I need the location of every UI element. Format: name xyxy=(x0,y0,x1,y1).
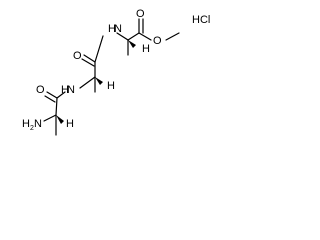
label-stereo-h-2: H xyxy=(107,80,115,92)
bond-n-carbonyl2 xyxy=(94,35,104,63)
bond-o-carbonyl xyxy=(138,32,152,41)
label-hcl: HCl xyxy=(192,14,210,26)
bond-amide2-co-1 xyxy=(83,54,96,63)
label-ester-o: O xyxy=(136,8,145,20)
bond-methyl-o xyxy=(165,32,180,41)
label-amide-nh-2: H xyxy=(61,84,69,96)
bond-alpha1-n xyxy=(43,114,57,122)
bond-amide2-co-2 xyxy=(81,58,95,67)
bond-alpha3-n xyxy=(116,32,129,41)
label-amine-h: H xyxy=(22,118,30,130)
bond-amide1-alpha xyxy=(55,97,58,116)
bond-alpha2-n xyxy=(79,76,96,89)
label-amide-o-2: O xyxy=(36,84,45,96)
stereo-wedges xyxy=(56,40,136,124)
bond-lines xyxy=(43,18,180,136)
label-stereo-h-3: H xyxy=(142,43,150,55)
label-amide-n-2: N xyxy=(67,84,75,96)
label-amine-h-sub: 2 xyxy=(30,125,34,132)
chemical-structure: HCl O O O O H N H N H 2 N H H H xyxy=(22,8,210,136)
label-amide-n-1: N xyxy=(114,23,122,35)
label-amine-n: N xyxy=(34,118,42,130)
label-amide-o-1: O xyxy=(73,50,82,62)
wedge-bond-1 xyxy=(56,115,64,124)
label-amide-nh-1: H xyxy=(108,23,116,35)
label-methoxy-o: O xyxy=(153,35,162,47)
bond-ester-alpha xyxy=(127,32,140,41)
wedge-bond-2 xyxy=(95,77,103,85)
bond-amide1-co-2 xyxy=(44,95,56,103)
bond-amide1-co-1 xyxy=(46,91,58,99)
label-stereo-h-1: H xyxy=(66,118,74,130)
wedge-bond-3 xyxy=(128,40,136,48)
bond-n-carbonyl1 xyxy=(56,91,66,99)
